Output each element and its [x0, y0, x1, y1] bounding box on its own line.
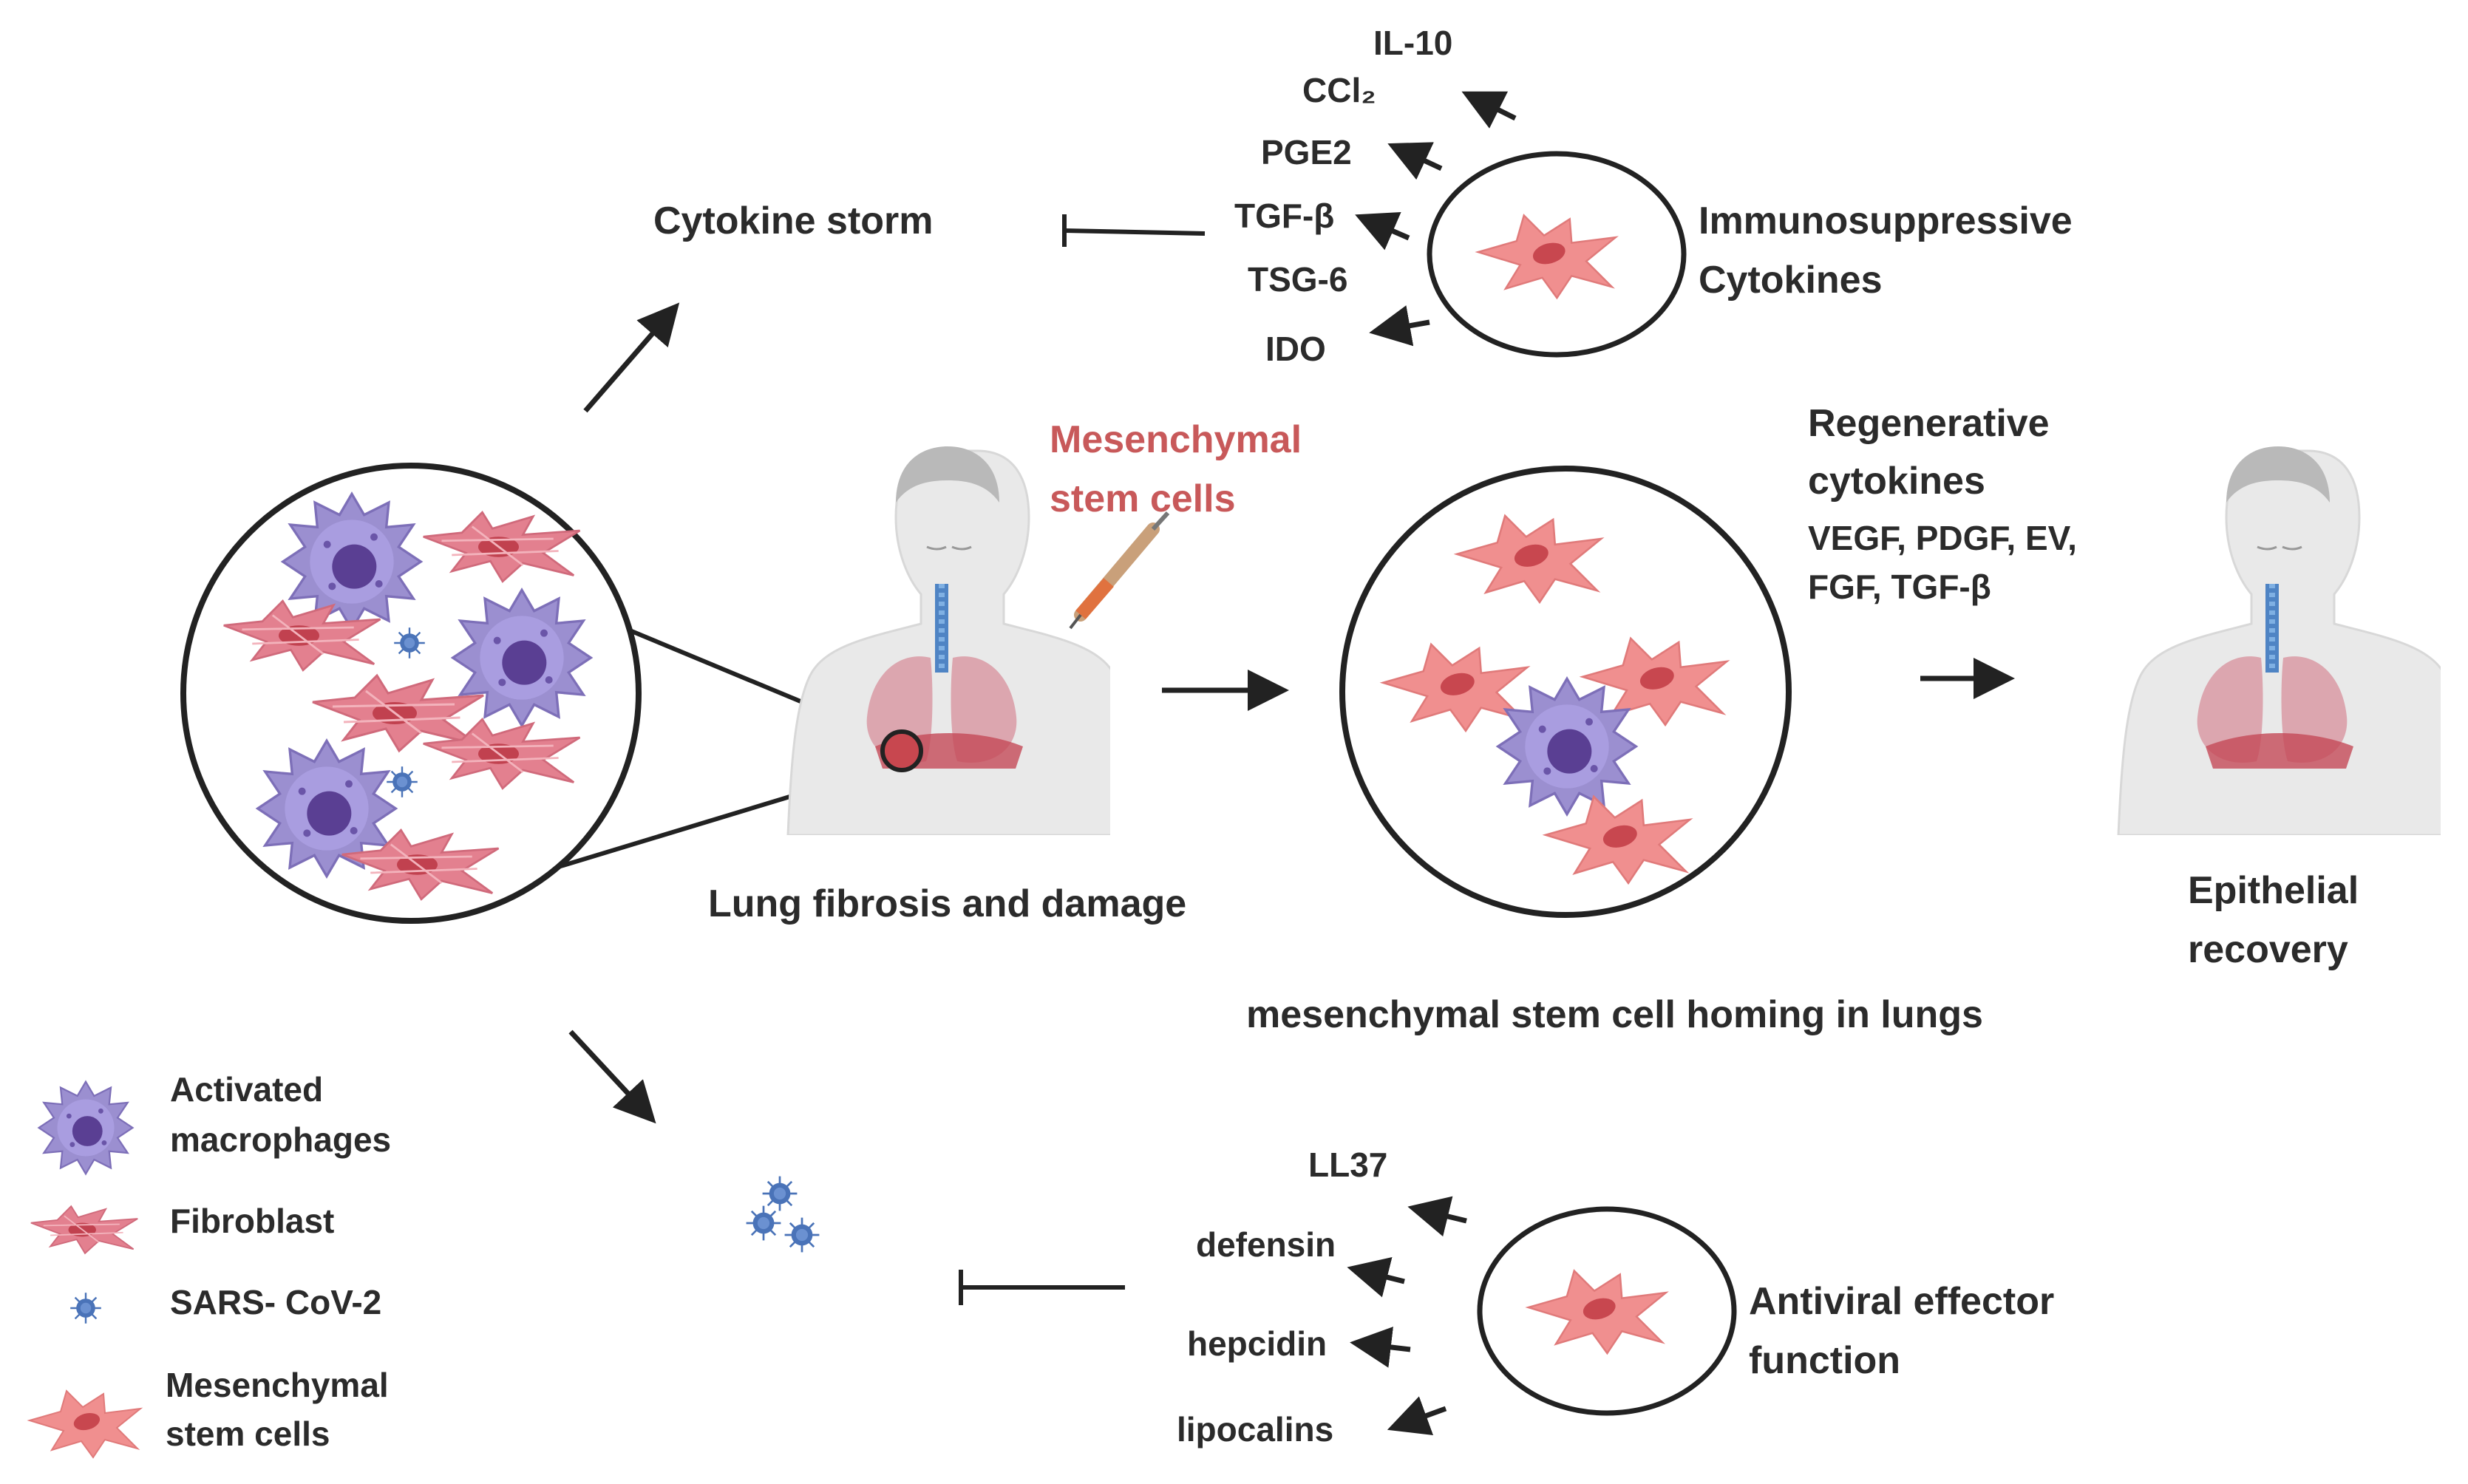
legend-macrophage-line1: Activated [170, 1070, 323, 1109]
legend-virus-icon [69, 1291, 103, 1325]
legend-fibroblast-icon [30, 1205, 139, 1254]
patient-damaged: Mesenchymal stem cells Lung fibrosis and… [708, 418, 1302, 925]
lung-fibrosis-caption: Lung fibrosis and damage [708, 882, 1186, 925]
regen-title-line1: Regenerative [1808, 402, 2050, 445]
arrow-hepcidin [1350, 1327, 1411, 1368]
cytokine-storm-label: Cytokine storm [653, 200, 934, 242]
human-figure-right [2117, 445, 2441, 835]
legend-msc-line2: stem cells [166, 1415, 330, 1453]
homing: mesenchymal stem cell homing in lungs [1162, 466, 1983, 1036]
legend-macrophage-line2: macrophages [170, 1120, 391, 1159]
arrow-defensin [1347, 1257, 1405, 1298]
recovery-line1: Epithelial [2188, 869, 2359, 912]
homing-caption: mesenchymal stem cell homing in lungs [1246, 993, 1983, 1036]
arrow-tgfb [1355, 212, 1410, 251]
cytokine-pge2: PGE2 [1261, 133, 1352, 171]
msc-label-line2: stem cells [1050, 477, 1236, 520]
effector-lipocalins: lipocalins [1177, 1410, 1333, 1449]
arrow-ll37 [1407, 1196, 1467, 1237]
legend-macrophage-icon [38, 1080, 134, 1175]
immuno-label-line2: Cytokines [1699, 259, 1883, 302]
legend-fibroblast: Fibroblast [170, 1202, 334, 1240]
msc-label-line1: Mesenchymal [1050, 418, 1302, 461]
legend: Activated macrophages Fibroblast SARS- C… [29, 1070, 391, 1458]
inhibition-line-top [1064, 228, 1206, 236]
legend-msc-icon [29, 1390, 141, 1458]
antiviral-label-line2: function [1749, 1339, 1900, 1382]
effector-defensin: defensin [1196, 1225, 1336, 1264]
lung-zoom [180, 463, 903, 924]
arrow-to-virus [568, 1029, 656, 1124]
legend-virus: SARS- CoV-2 [170, 1283, 381, 1321]
legend-msc-line1: Mesenchymal [166, 1366, 389, 1404]
arrow-to-cytokine-storm [583, 302, 680, 413]
regen-list-line1: VEGF, PDGF, EV, [1808, 519, 2077, 557]
arrow-lipocalins [1387, 1396, 1447, 1435]
free-virus-3 [783, 1216, 820, 1253]
regen-title-line2: cytokines [1808, 460, 1985, 503]
damage-spot [880, 729, 923, 772]
recovery-line2: recovery [2188, 928, 2348, 971]
cytokine-tsg6: TSG-6 [1248, 260, 1347, 299]
immuno-label-line1: Immunosuppressive [1699, 200, 2073, 242]
free-virus-1 [761, 1175, 798, 1212]
effector-hepcidin: hepcidin [1187, 1324, 1327, 1363]
regeneration: Regenerative cytokines VEGF, PDGF, EV, F… [1808, 402, 2441, 971]
cytokine-ido: IDO [1265, 330, 1326, 368]
regen-list-line2: FGF, TGF-β [1808, 568, 1991, 606]
arrow-il10 [1461, 91, 1517, 129]
bottom-branch: LL37 defensin hepcidin lipocalins Antivi… [568, 1029, 2054, 1449]
cytokine-il10: IL-10 [1373, 24, 1452, 62]
antiviral-label-line1: Antiviral effector [1749, 1280, 2054, 1323]
free-virus-2 [745, 1205, 782, 1242]
syringe-icon [1069, 511, 1170, 630]
arrow-pge2 [1387, 142, 1443, 180]
cytokine-ccl2: CCl₂ [1302, 71, 1376, 109]
arrow-ido [1369, 305, 1430, 347]
effector-ll37: LL37 [1308, 1146, 1387, 1184]
top-branch: Cytokine storm IL-10 CCl₂ PGE2 TGF-β TSG… [583, 24, 2073, 413]
cytokine-tgfb: TGF-β [1234, 197, 1334, 235]
